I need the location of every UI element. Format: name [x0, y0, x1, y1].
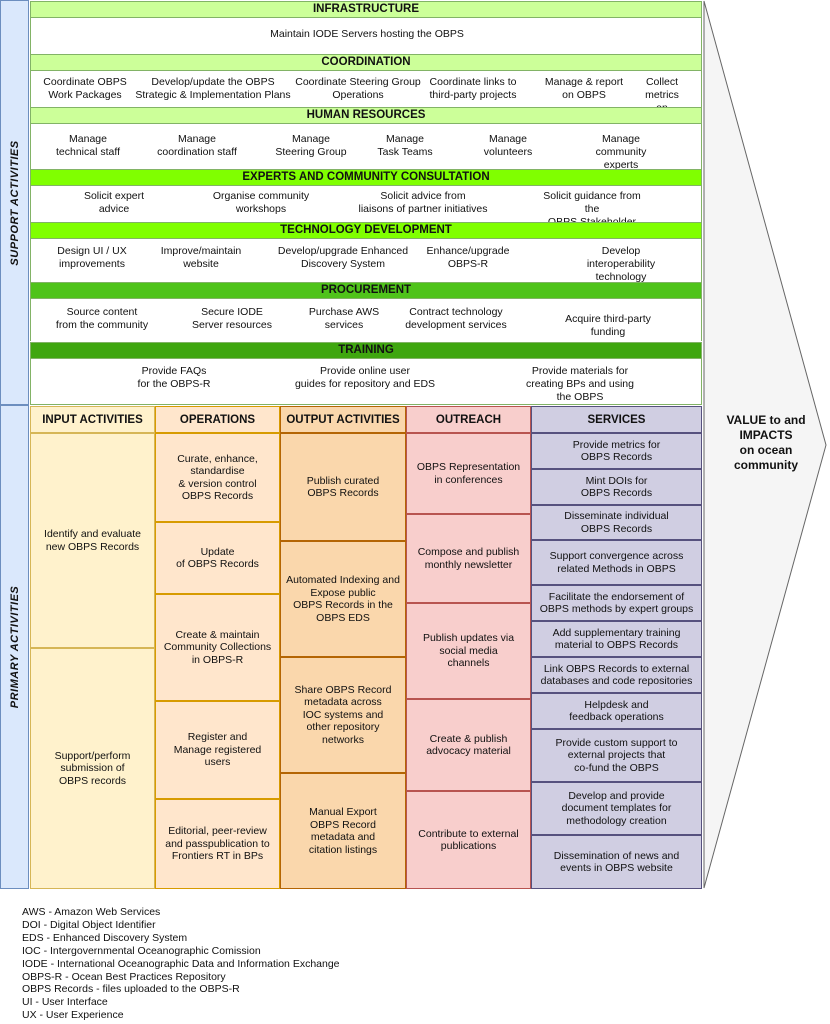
legend-item: OBPS-R - Ocean Best Practices Repository [22, 970, 226, 983]
section-row-training: Provide FAQs for the OBPS-R Provide onli… [30, 359, 702, 405]
output-cell: Share OBPS Record metadata across IOC sy… [280, 657, 406, 773]
output-cell: Publish curated OBPS Records [280, 433, 406, 541]
legend-item: IODE - International Oceanographic Data … [22, 957, 340, 970]
primary-activities-band: PRIMARY ACTIVITIES [0, 405, 29, 889]
value-arrow [703, 0, 827, 889]
outreach-cell: Contribute to external publications [406, 791, 531, 889]
section-row-human-resources: Manage technical staff Manage coordinati… [30, 124, 702, 171]
output-cell: Automated Indexing and Expose public OBP… [280, 541, 406, 657]
support-item: Provide online user guides for repositor… [294, 365, 436, 390]
services-cell: Support convergence across related Metho… [531, 540, 702, 585]
support-item: Manage coordination staff [157, 133, 237, 158]
services-cell: Disseminate individual OBPS Records [531, 505, 702, 540]
support-item: Maintain IODE Servers hosting the OBPS [270, 28, 464, 40]
support-item: Contract technology development services [405, 306, 507, 331]
support-item: Secure IODE Server resources [192, 306, 272, 331]
support-item: Develop/update the OBPS Strategic & Impl… [135, 76, 291, 101]
support-item: Manage technical staff [55, 133, 121, 158]
section-row-technology-development: Design UI / UX improvements Improve/main… [30, 239, 702, 309]
legend-item: AWS - Amazon Web Services [22, 906, 161, 918]
outreach-cell: Create & publish advocacy material [406, 699, 531, 791]
legend-item: EDS - Enhanced Discovery System [22, 931, 188, 944]
outreach-cell: Compose and publish monthly newsletter [406, 514, 531, 603]
legend-item: UI - User Interface [22, 996, 108, 1009]
support-item: Solicit expert advice [83, 190, 145, 215]
support-item: Manage community experts [595, 133, 647, 171]
input-cell: Support/perform submission of OBPS recor… [30, 648, 155, 889]
column-header-services: SERVICES [531, 406, 702, 433]
section-header-procurement: PROCUREMENT [30, 282, 702, 299]
section-header-technology-development: TECHNOLOGY DEVELOPMENT [30, 222, 702, 239]
support-item: Enhance/upgrade OBPS-R [426, 245, 510, 270]
services-cell: Link OBPS Records to external databases … [531, 657, 702, 693]
section-header-experts-consultation: EXPERTS AND COMMUNITY CONSULTATION [30, 169, 702, 186]
support-item: Source content from the community [55, 306, 149, 331]
support-item: Manage Task Teams [377, 133, 433, 158]
support-activities-label: SUPPORT ACTIVITIES [8, 139, 21, 266]
support-item: Solicit advice from liaisons of partner … [358, 190, 488, 215]
legend-item: IOC - Intergovernmental Oceanographic Co… [22, 944, 261, 957]
column-output-activities: OUTPUT ACTIVITIES Publish curated OBPS R… [280, 406, 406, 889]
section-row-coordination: Coordinate OBPS Work Packages Develop/up… [30, 71, 702, 127]
abbreviation-legend: AWS - Amazon Web Services DOI - Digital … [22, 906, 340, 1022]
section-header-coordination: COORDINATION [30, 54, 702, 71]
column-header-output: OUTPUT ACTIVITIES [280, 406, 406, 433]
outreach-cell: OBPS Representation in conferences [406, 433, 531, 514]
operations-cell: Editorial, peer-review and passpublicati… [155, 799, 280, 889]
support-item: Manage & report on OBPS [544, 76, 624, 101]
support-item: Provide FAQs for the OBPS-R [137, 365, 211, 390]
section-header-infrastructure: INFRASTRUCTURE [30, 1, 702, 18]
column-operations: OPERATIONS Curate, enhance, standardise … [155, 406, 280, 889]
support-item: Coordinate Steering Group Operations [295, 76, 421, 101]
outreach-cell: Publish updates via social media channel… [406, 603, 531, 699]
support-item: Provide materials for creating BPs and u… [526, 365, 634, 403]
services-cell: Dissemination of news and events in OBPS… [531, 835, 702, 889]
services-cell: Add supplementary training material to O… [531, 621, 702, 657]
support-item: Coordinate links to third-party projects [429, 76, 517, 101]
operations-cell: Update of OBPS Records [155, 522, 280, 594]
section-row-infrastructure: Maintain IODE Servers hosting the OBPS [30, 18, 702, 54]
services-cell: Mint DOIs for OBPS Records [531, 469, 702, 505]
column-outreach: OUTREACH OBPS Representation in conferen… [406, 406, 531, 889]
section-row-procurement: Source content from the community Secure… [30, 299, 702, 341]
operations-cell: Create & maintain Community Collections … [155, 594, 280, 701]
column-header-operations: OPERATIONS [155, 406, 280, 433]
output-cell: Manual Export OBPS Record metadata and c… [280, 773, 406, 889]
services-cell: Develop and provide document templates f… [531, 782, 702, 835]
column-input-activities: INPUT ACTIVITIES Identify and evaluate n… [30, 406, 155, 889]
support-activities-band: SUPPORT ACTIVITIES [0, 0, 29, 405]
legend-item: DOI - Digital Object Identifier [22, 918, 156, 931]
legend-item: UX - User Experience [22, 1009, 124, 1022]
support-item: Manage volunteers [483, 133, 533, 158]
support-item: Manage Steering Group [275, 133, 347, 158]
column-header-input: INPUT ACTIVITIES [30, 406, 155, 433]
support-item: Improve/maintain website [160, 245, 242, 270]
services-cell: Provide custom support to external proje… [531, 729, 702, 782]
support-item: Coordinate OBPS Work Packages [43, 76, 127, 101]
section-header-human-resources: HUMAN RESOURCES [30, 107, 702, 124]
support-item: Organise community workshops [212, 190, 310, 215]
column-header-outreach: OUTREACH [406, 406, 531, 433]
section-row-experts-consultation: Solicit expert advice Organise community… [30, 186, 702, 241]
support-item: Develop/upgrade Enhanced Discovery Syste… [277, 245, 409, 270]
input-cell: Identify and evaluate new OBPS Records [30, 433, 155, 648]
services-cell: Facilitate the endorsement of OBPS metho… [531, 585, 702, 621]
operations-cell: Register and Manage registered users [155, 701, 280, 799]
support-sections: INFRASTRUCTURE Maintain IODE Servers hos… [30, 0, 702, 405]
column-services: SERVICES Provide metrics for OBPS Record… [531, 406, 702, 889]
services-cell: Helpdesk and feedback operations [531, 693, 702, 729]
primary-activities-label: PRIMARY ACTIVITIES [8, 585, 21, 709]
support-item: Acquire third-party funding [565, 313, 651, 338]
support-item: Purchase AWS services [308, 306, 380, 331]
support-item: Design UI / UX improvements [57, 245, 127, 270]
section-header-training: TRAINING [30, 342, 702, 359]
legend-item: OBPS Records - files uploaded to the OBP… [22, 983, 240, 996]
services-cell: Provide metrics for OBPS Records [531, 433, 702, 469]
value-label: VALUE to and IMPACTS on ocean community [726, 413, 806, 472]
operations-cell: Curate, enhance, standardise & version c… [155, 433, 280, 522]
